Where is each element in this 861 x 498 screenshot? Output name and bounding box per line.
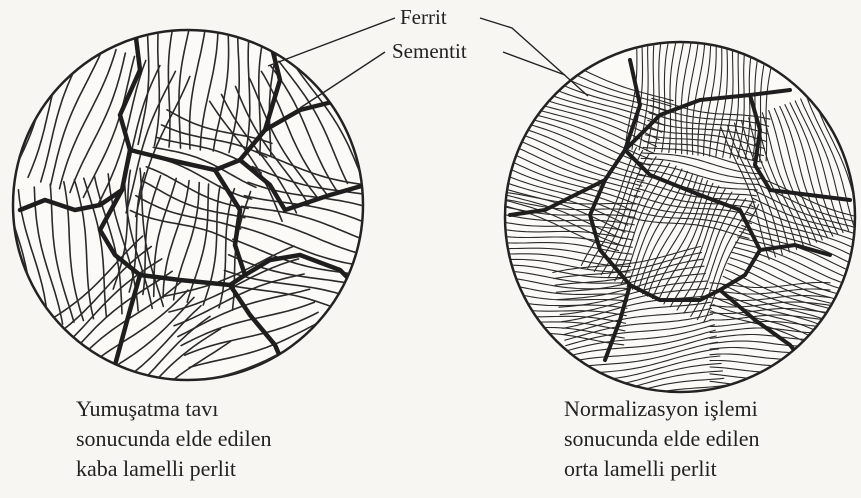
sementit-leader-right bbox=[503, 52, 565, 75]
caption-right-line-2: sonucunda elde edilen bbox=[564, 424, 760, 454]
medium-pearlite-micrograph bbox=[468, 9, 861, 424]
coarse-pearlite-micrograph bbox=[0, 5, 398, 431]
caption-right-line-1: Normalizasyon işlemi bbox=[564, 394, 760, 424]
lamella-line bbox=[854, 79, 861, 211]
lamella-line bbox=[710, 387, 830, 392]
sementit-leader-left bbox=[300, 52, 385, 108]
caption-right-line-3: orta lamelli perlit bbox=[564, 454, 760, 484]
caption-left-line-1: Yumuşatma tavı bbox=[76, 394, 272, 424]
label-sementit: Sementit bbox=[392, 39, 467, 63]
caption-left-line-2: sonucunda elde edilen bbox=[76, 424, 272, 454]
label-ferrit: Ferrit bbox=[400, 5, 447, 29]
caption-medium-pearlite: Normalizasyon işlemi sonucunda elde edil… bbox=[564, 394, 760, 484]
caption-coarse-pearlite: Yumuşatma tavı sonucunda elde edilen kab… bbox=[76, 394, 272, 484]
caption-left-line-3: kaba lamelli perlit bbox=[76, 454, 272, 484]
